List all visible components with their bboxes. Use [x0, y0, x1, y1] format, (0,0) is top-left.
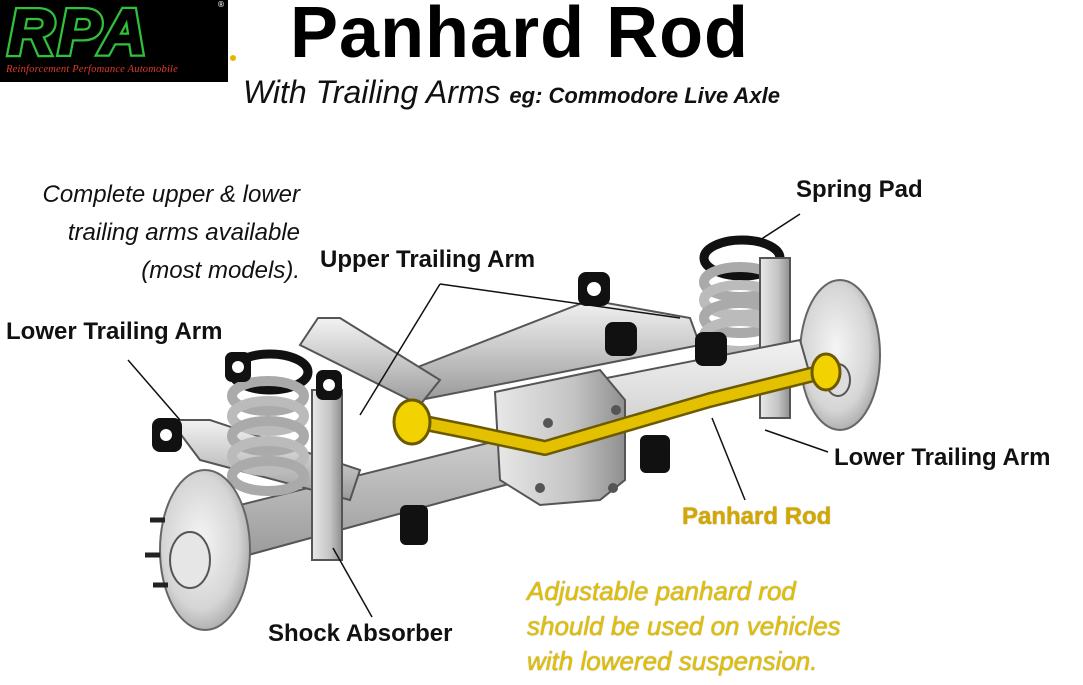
label-lower-trailing-arm-left: Lower Trailing Arm — [6, 318, 223, 345]
note-arms-available: Complete upper & lower trailing arms ava… — [0, 176, 300, 290]
note-line: Adjustable panhard rod — [527, 576, 796, 606]
leader-lower-trailing-arm-right — [764, 429, 829, 453]
subtitle-main: With Trailing Arms — [243, 74, 501, 110]
shock-absorber-left — [311, 389, 343, 561]
label-upper-trailing-arm: Upper Trailing Arm — [320, 246, 536, 273]
label-shock-absorber: Shock Absorber — [268, 620, 453, 647]
note-line: with lowered suspension. — [527, 646, 818, 676]
panhard-rod-bush-left — [392, 398, 432, 446]
panhard-rod-bush-right — [810, 352, 842, 392]
logo-tagline: Reinforcement Perfomance Automobile — [6, 64, 179, 75]
leader-shock-absorber — [332, 547, 373, 618]
rpa-logo: RPA RPA Reinforcement Perfomance Automob… — [0, 0, 228, 82]
spring-left — [227, 349, 313, 496]
note-adjustable-panhard: Adjustable panhard rod should be used on… — [527, 574, 841, 679]
leader-upper-trailing-arm-right — [439, 283, 681, 319]
upper-trailing-arm-left — [298, 317, 442, 407]
leader-spring-pad — [759, 213, 801, 241]
brake-disc-left — [145, 469, 251, 631]
label-lower-trailing-arm-right: Lower Trailing Arm — [834, 444, 1051, 471]
subtitle-example: eg: Commodore Live Axle — [509, 83, 780, 108]
page-title: Panhard Rod — [290, 0, 750, 73]
panhard-rod — [392, 352, 842, 456]
bush-upper-right-front — [605, 322, 637, 356]
rpa-logo-letters: RPA — [8, 0, 150, 64]
brake-disc-right — [799, 279, 881, 431]
bush-axle-right — [640, 435, 670, 473]
note-line: trailing arms available — [67, 219, 300, 246]
bush-axle-left — [400, 505, 428, 545]
leader-upper-trailing-arm-left — [359, 283, 441, 416]
label-spring-pad: Spring Pad — [796, 176, 923, 203]
leader-lower-trailing-arm-left — [127, 359, 181, 421]
page-subtitle: With Trailing Arms eg: Commodore Live Ax… — [243, 74, 780, 111]
logo-dot-icon — [230, 55, 236, 61]
rpa-logo-letters-inner: RPA — [8, 0, 150, 64]
note-line: (most models). — [141, 257, 300, 284]
note-line: Complete upper & lower — [42, 181, 300, 208]
bush-lower-right — [695, 332, 727, 366]
rpa-logo-mark-icon: RPA RPA — [5, 0, 150, 64]
leader-lines — [127, 213, 829, 618]
registered-mark: ® — [217, 0, 225, 9]
leader-panhard-rod — [711, 417, 746, 501]
label-panhard-rod: Panhard Rod — [682, 503, 832, 530]
note-line: should be used on vehicles — [527, 611, 841, 641]
